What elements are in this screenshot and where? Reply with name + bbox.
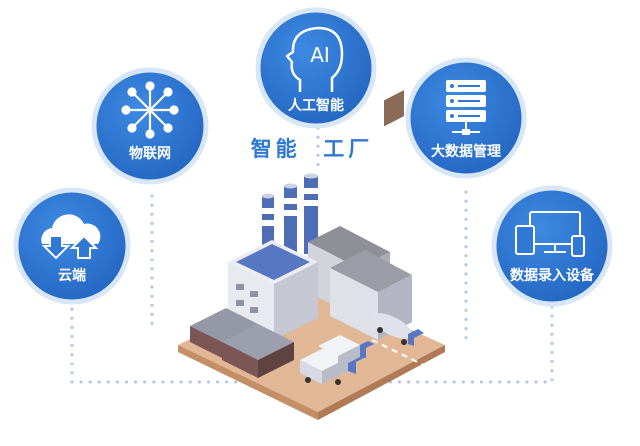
tanker-truck: [371, 313, 424, 346]
cloud-sync-icon: [41, 214, 101, 260]
factory-ground-edge-left: [178, 345, 318, 420]
node-ai-circle: [255, 7, 377, 129]
node-ai-label: 人工智能: [288, 97, 344, 114]
storage-blocks: [190, 308, 294, 378]
chimney-3: [304, 176, 318, 254]
diagram-title: 智能 工厂: [251, 137, 374, 161]
chimney-2: [284, 186, 297, 254]
node-input-label: 数据录入设备: [510, 267, 595, 284]
node-iot-label: 物联网: [129, 145, 171, 162]
factory-illustration: [178, 90, 445, 420]
ai-head-icon: [285, 26, 344, 92]
network-star-icon: [121, 81, 179, 139]
node-input: 数据录入设备: [491, 185, 613, 307]
node-iot: 物联网: [91, 67, 209, 185]
node-bigdata-label: 大数据管理: [431, 143, 501, 160]
connector-cloud: [70, 298, 554, 384]
node-cloud: 云端: [13, 187, 131, 305]
ai-icon-text: AI: [310, 43, 330, 67]
main-building-right-wall: [274, 262, 318, 340]
node-input-circle: [491, 185, 613, 307]
connector-lines: [70, 126, 554, 384]
node-cloud-circle: [13, 187, 131, 305]
node-ai: AI 人工智能: [255, 7, 377, 129]
loading-door: [384, 90, 404, 127]
server-stack-icon: [446, 80, 486, 135]
node-cloud-label: 云端: [58, 267, 86, 284]
hall-wing-roof: [330, 250, 412, 292]
node-bigdata: 大数据管理: [405, 57, 527, 179]
chimneys: [262, 173, 318, 254]
factory-ground-edge-right: [318, 345, 445, 420]
truck-2: [318, 335, 374, 368]
devices-icon: [515, 211, 585, 257]
